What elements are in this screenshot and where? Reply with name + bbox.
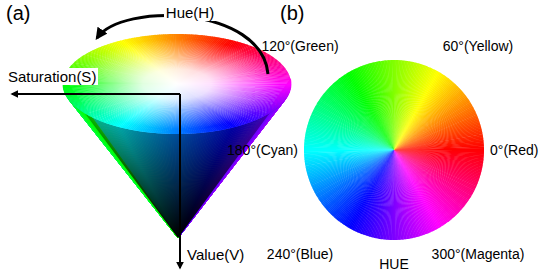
axis-label: Value(V) bbox=[187, 246, 244, 263]
hue-wheel bbox=[304, 60, 484, 240]
hue-wheel-slice bbox=[380, 150, 394, 239]
hue-wheel-slice bbox=[394, 150, 484, 158]
hue-wheel-slice bbox=[388, 150, 394, 240]
hue-wheel-slice bbox=[391, 150, 394, 240]
hue-wheel-slice bbox=[394, 150, 484, 152]
hue-wheel-slice bbox=[394, 150, 483, 164]
hue-wheel-slice bbox=[386, 150, 394, 240]
hue-wheel-slice bbox=[389, 150, 394, 240]
hue-wheel-slice bbox=[394, 150, 484, 159]
hue-wheel-slice bbox=[383, 150, 394, 240]
hue-angle-label: 120°(Green) bbox=[261, 38, 338, 54]
hue-wheel-slice bbox=[394, 61, 407, 150]
hue-wheel-slice bbox=[381, 150, 394, 239]
wheel-title: HUE bbox=[379, 256, 409, 272]
hue-wheel-slice bbox=[304, 142, 394, 150]
hue-wheel-slice bbox=[394, 150, 484, 161]
saturation-axis bbox=[12, 93, 180, 95]
value-axis bbox=[179, 94, 181, 268]
hue-wheel-slice bbox=[304, 141, 394, 150]
hue-wheel-slice bbox=[394, 60, 399, 150]
hue-wheel-slice bbox=[394, 60, 397, 150]
hue-arc-arrow bbox=[97, 16, 268, 74]
hue-wheel-slice bbox=[394, 60, 403, 150]
hue-wheel-slice bbox=[304, 144, 394, 150]
hue-wheel-slice bbox=[304, 145, 394, 150]
hue-wheel-slice bbox=[394, 150, 484, 156]
hue-wheel-slice bbox=[305, 137, 394, 150]
hue-angle-label: 60°(Yellow) bbox=[443, 38, 513, 54]
hue-wheel-slice bbox=[394, 150, 484, 153]
hue-wheel-slice bbox=[394, 150, 484, 155]
hue-wheel-slice bbox=[394, 150, 483, 163]
hue-wheel-slice bbox=[394, 61, 408, 150]
panel-letter: (a) bbox=[6, 2, 30, 25]
hue-angle-label: 0°(Red) bbox=[490, 142, 538, 158]
hue-wheel-slice bbox=[304, 139, 394, 150]
hue-wheel-slice bbox=[394, 60, 405, 150]
hue-wheel-slice bbox=[385, 150, 394, 240]
hue-angle-label: 300°(Magenta) bbox=[432, 246, 525, 262]
axis-label: Saturation(S) bbox=[6, 68, 98, 85]
hue-angle-label: 180°(Cyan) bbox=[227, 142, 298, 158]
hue-wheel-slice bbox=[394, 60, 400, 150]
axis-label: Hue(H) bbox=[164, 4, 216, 21]
hue-wheel-slice bbox=[394, 60, 402, 150]
hue-wheel-slice bbox=[305, 136, 394, 150]
hue-angle-label: 240°(Blue) bbox=[267, 246, 333, 262]
panel-letter: (b) bbox=[280, 2, 304, 25]
hue-wheel-slice bbox=[304, 147, 394, 150]
